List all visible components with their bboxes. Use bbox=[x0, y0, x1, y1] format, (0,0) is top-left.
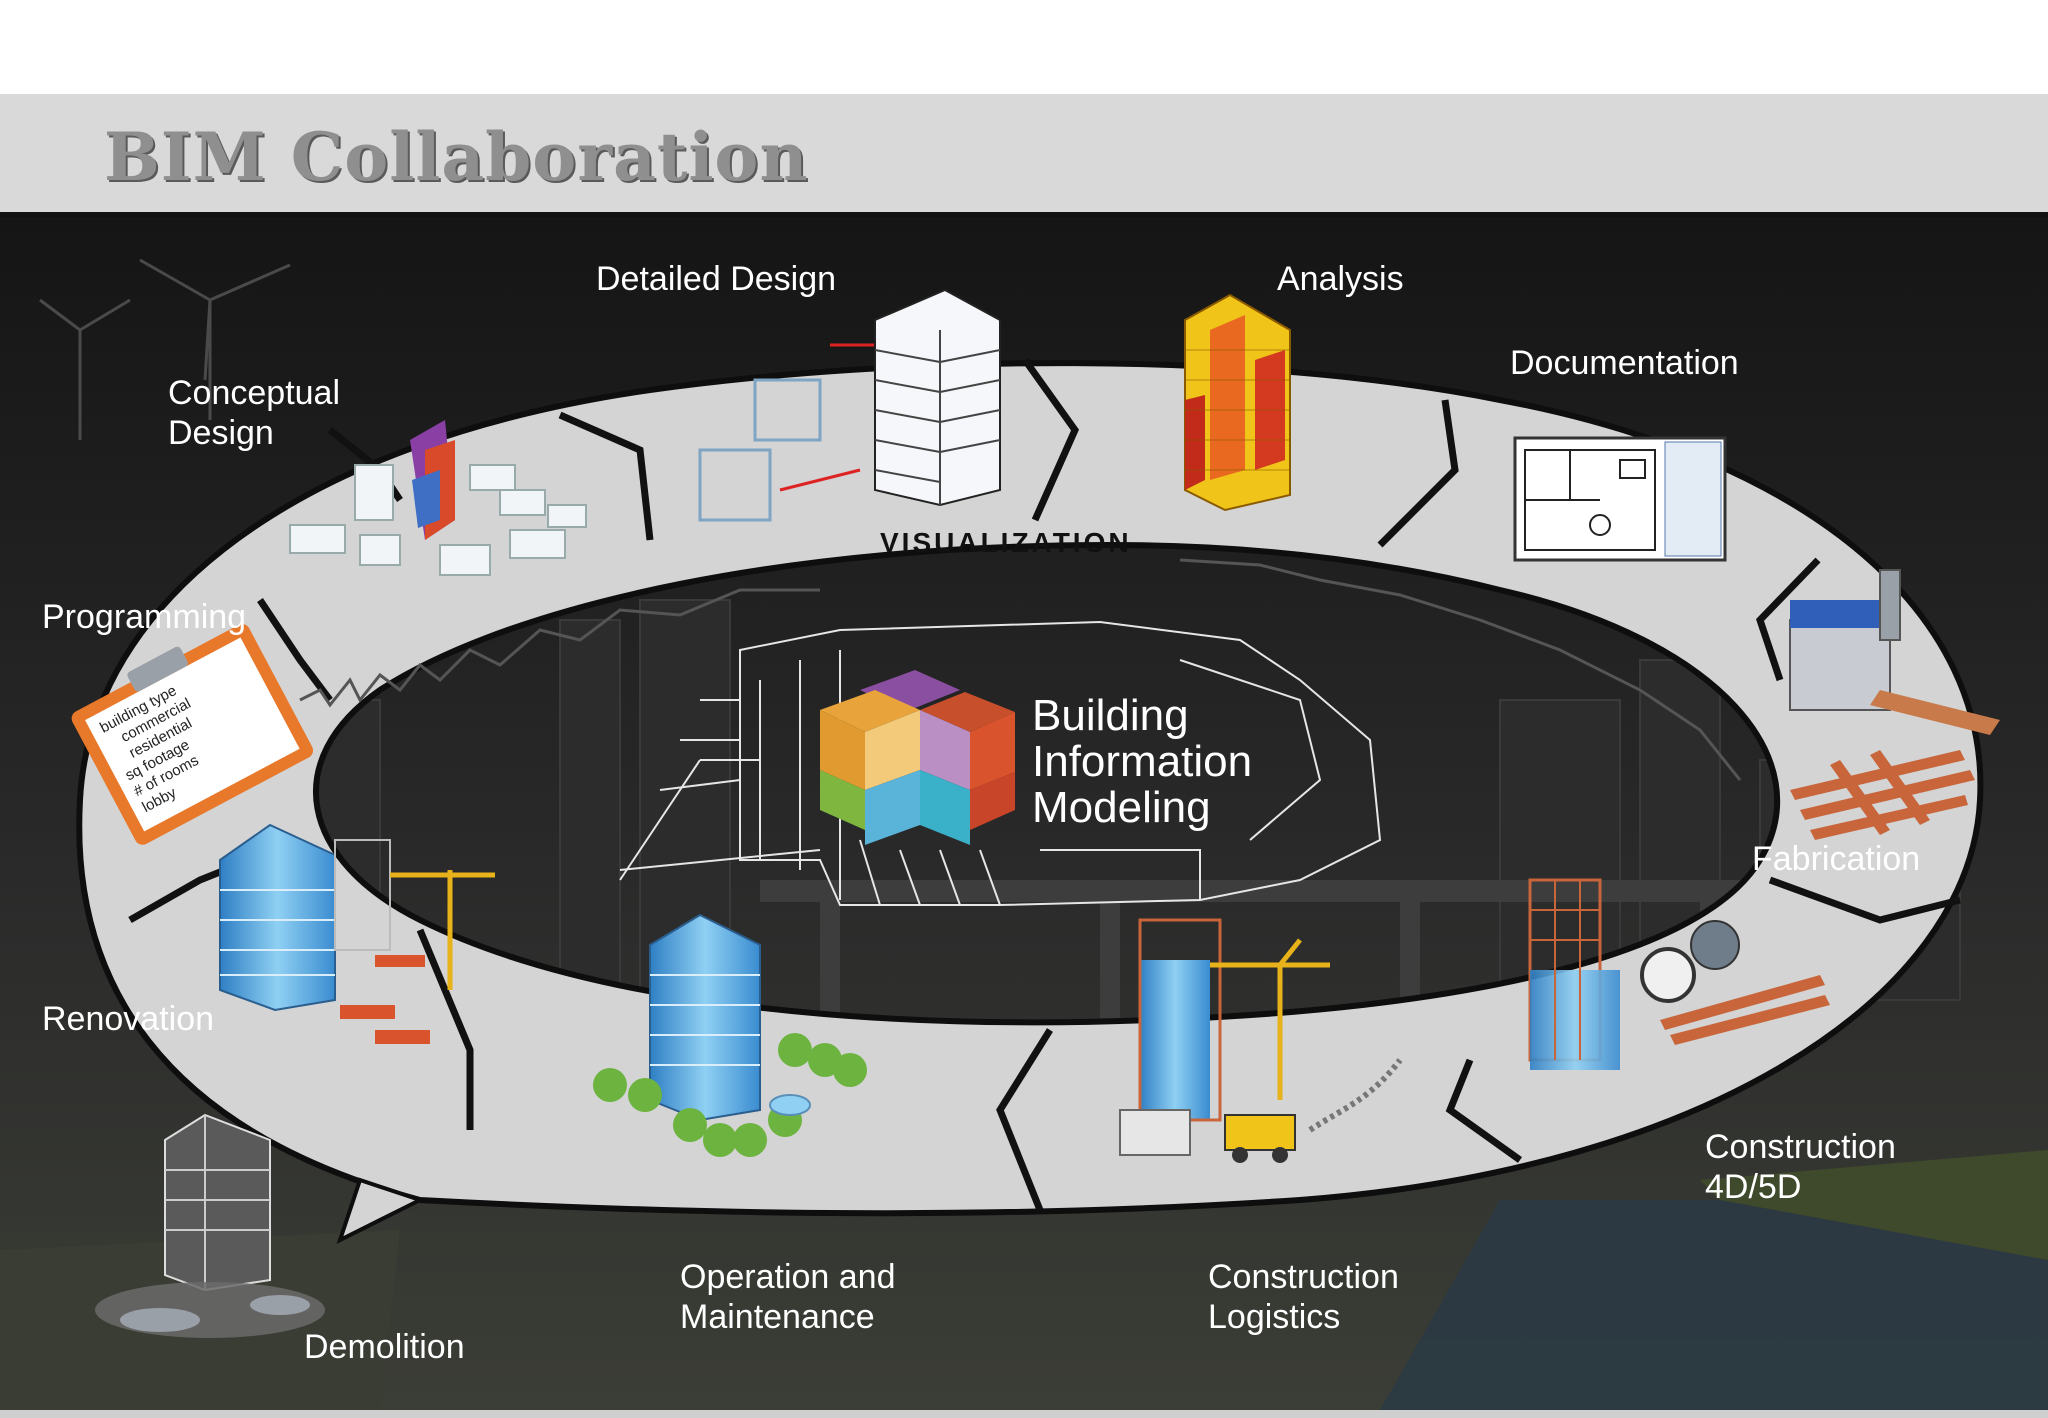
center-title-line2: Information bbox=[1032, 737, 1252, 786]
label-construction-logistics-1: Construction bbox=[1208, 1258, 1399, 1296]
label-construction-4d5d-1: Construction bbox=[1705, 1128, 1896, 1166]
conceptual-design-massing-icon bbox=[289, 420, 587, 576]
title-band bbox=[0, 94, 2048, 212]
analysis-heatmap-tower-icon bbox=[1184, 293, 1291, 512]
label-conceptual-design-1: Conceptual bbox=[168, 374, 340, 412]
label-operation-maintenance-1: Operation and bbox=[680, 1258, 896, 1296]
demolition-tail bbox=[336, 1177, 426, 1244]
programming-clipboard-icon: building type commercial residential sq … bbox=[71, 624, 314, 845]
label-fabrication: Fabrication bbox=[1752, 840, 1920, 878]
bim-wireframe-building bbox=[619, 620, 1382, 906]
river-and-land bbox=[0, 1150, 2048, 1410]
documentation-floorplan-icon bbox=[1513, 436, 1727, 562]
dollar-coin-icon bbox=[1690, 920, 1740, 970]
center-title-line3: Modeling bbox=[1032, 783, 1211, 832]
wind-turbines bbox=[39, 258, 291, 440]
label-demolition: Demolition bbox=[304, 1328, 465, 1366]
label-conceptual-design-2: Design bbox=[168, 414, 274, 452]
operation-maintenance-icon bbox=[593, 913, 867, 1157]
label-operation-maintenance-2: Maintenance bbox=[680, 1298, 875, 1336]
label-construction-logistics-2: Logistics bbox=[1208, 1298, 1340, 1336]
ring-inner-zigzag-right bbox=[1179, 558, 1742, 781]
visualization-label: VISUALIZATION bbox=[880, 527, 1132, 558]
demolition-icon bbox=[95, 1113, 325, 1338]
bottom-rule bbox=[0, 1410, 2048, 1418]
bim-cube-logo bbox=[820, 670, 1015, 845]
center-title-line1: Building bbox=[1032, 691, 1189, 740]
label-documentation: Documentation bbox=[1510, 344, 1739, 382]
label-detailed-design: Detailed Design bbox=[596, 260, 836, 298]
page-title: BIM Collaboration bbox=[104, 118, 809, 196]
construction-4d5d-icon bbox=[1528, 878, 1830, 1070]
ring-inner-zigzag bbox=[299, 588, 820, 708]
label-construction-4d5d-2: 4D/5D bbox=[1705, 1168, 1801, 1206]
label-renovation: Renovation bbox=[42, 1000, 214, 1038]
fabrication-machine-icon bbox=[1789, 569, 2000, 840]
detailed-design-tower-icon bbox=[698, 288, 1001, 522]
stopwatch-icon bbox=[1640, 947, 1696, 1003]
label-programming: Programming bbox=[42, 598, 246, 636]
renovation-icon bbox=[219, 823, 495, 1044]
construction-logistics-icon bbox=[1119, 918, 1403, 1163]
label-analysis: Analysis bbox=[1277, 260, 1404, 298]
